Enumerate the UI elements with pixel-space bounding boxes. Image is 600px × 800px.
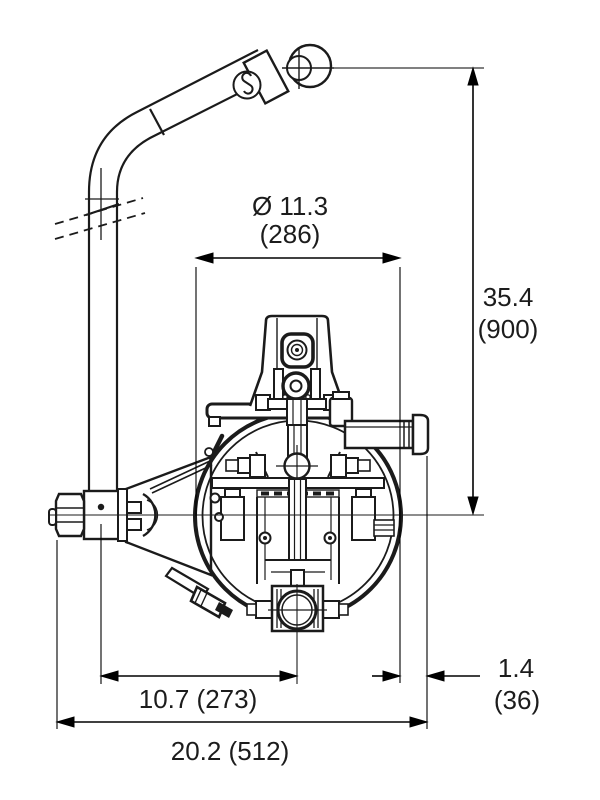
bottom-outlet-port xyxy=(268,584,327,633)
arrowhead xyxy=(382,670,402,682)
offset-label: 1.4 xyxy=(498,653,534,683)
rim-hole xyxy=(209,492,221,504)
diameter-label: Ø 11.3 xyxy=(252,191,328,221)
arm-socket-assembly xyxy=(48,455,213,577)
bracket-bolt xyxy=(125,501,142,514)
arrowhead xyxy=(382,252,402,264)
lever-tip xyxy=(215,602,233,618)
discharge-spout xyxy=(328,391,430,456)
arrowhead xyxy=(194,252,214,264)
piston-shaft-lower xyxy=(288,478,307,561)
spout-clamp-bolt xyxy=(332,391,350,400)
arrowhead xyxy=(409,716,429,728)
pump-handle-arm xyxy=(54,49,270,492)
side-bolt-left xyxy=(225,459,239,472)
mount-bracket xyxy=(124,455,213,577)
width-overall-label: 20.2 (512) xyxy=(171,736,290,766)
width-inner-label: 10.7 (273) xyxy=(139,684,258,714)
valve-block-right xyxy=(351,496,376,541)
handle-grip-knob xyxy=(232,43,334,106)
height-label: 35.4 xyxy=(483,282,534,312)
spring-clip-s-hook xyxy=(241,71,254,95)
spring-clip-ring xyxy=(232,70,262,100)
side-bolt-left xyxy=(249,454,266,478)
side-bolt-right xyxy=(330,454,347,478)
outlet-clamp-bolt xyxy=(246,603,257,616)
ribbed-fitting-right xyxy=(373,519,395,537)
arrowhead xyxy=(99,670,119,682)
arrowhead xyxy=(55,716,75,728)
outlet-clamp-bolt xyxy=(338,603,349,616)
valve-cap-left xyxy=(224,488,241,498)
offset-metric-label: (36) xyxy=(494,685,540,715)
socket-pin xyxy=(97,503,105,511)
valve-block-left xyxy=(220,496,245,541)
side-bolt-left xyxy=(237,457,251,474)
arrowhead xyxy=(467,496,479,516)
dimension-graphics xyxy=(55,66,484,729)
bracket-bolt xyxy=(125,518,142,531)
drain-lever xyxy=(164,566,233,619)
dimension-labels: Ø 11.3 (286) 35.4 (900) 10.7 (273) 1.4 (… xyxy=(139,191,540,766)
side-bolt-right xyxy=(345,457,359,474)
arrowhead xyxy=(279,670,299,682)
rod-pivot xyxy=(204,447,214,457)
rim-hole xyxy=(214,512,224,522)
nut-end-nub xyxy=(48,508,57,526)
centerlines xyxy=(50,514,484,684)
side-bolt-right xyxy=(357,459,371,472)
arm-joint-seam xyxy=(149,108,165,136)
linkage-rod xyxy=(149,433,225,494)
arm-inner-edge xyxy=(115,77,270,492)
valve-cap-right xyxy=(355,488,372,498)
arrowhead xyxy=(467,66,479,86)
handle-socket-bracket xyxy=(248,314,346,426)
clamp-band-tab xyxy=(208,416,221,427)
spout-flange xyxy=(411,413,430,456)
arm-outer-edge xyxy=(87,49,259,492)
arrowhead xyxy=(425,670,445,682)
break-dash-line xyxy=(54,212,146,240)
spout-tube xyxy=(343,419,415,450)
grip-collar xyxy=(242,48,290,106)
break-dash-line xyxy=(54,197,144,225)
diameter-metric-label: (286) xyxy=(260,219,321,249)
yoke-shaft xyxy=(286,398,308,426)
rod-coupler xyxy=(290,569,305,587)
height-metric-label: (900) xyxy=(478,314,539,344)
